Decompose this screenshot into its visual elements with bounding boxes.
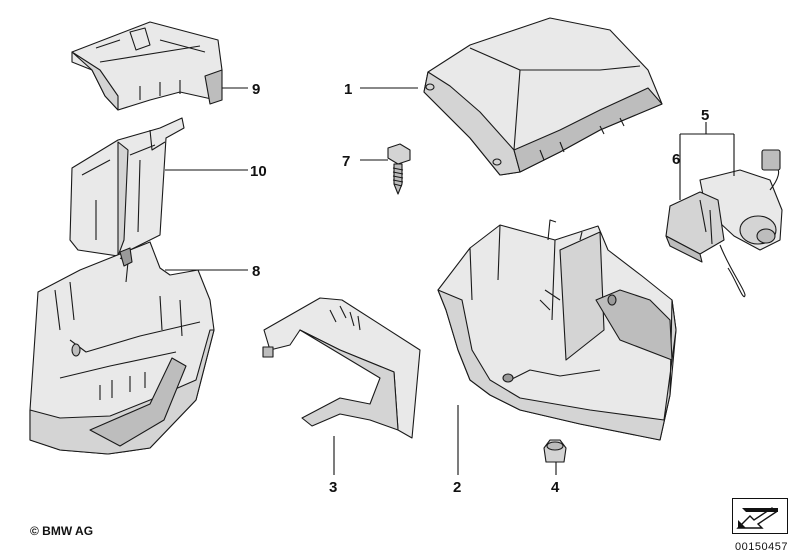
copyright-text: © BMW AG — [30, 524, 94, 538]
leader-lines — [165, 87, 735, 475]
callout-3: 3 — [329, 479, 337, 496]
callout-8: 8 — [252, 263, 260, 280]
callout-1: 1 — [344, 81, 352, 98]
callout-10: 10 — [250, 163, 267, 180]
part-1-top-cover — [423, 17, 663, 176]
part-8-holder-tray — [29, 241, 215, 455]
part-9-cover-bracket — [71, 21, 223, 111]
arrow-badge-icon — [732, 498, 788, 534]
callout-5: 5 — [701, 107, 709, 124]
part-10-separator — [69, 117, 185, 257]
callout-labels: 9 10 8 1 7 3 2 4 5 6 — [250, 81, 709, 496]
part-4-grommet — [543, 439, 567, 463]
callout-6: 6 — [672, 151, 680, 168]
callout-2: 2 — [453, 479, 461, 496]
part-7-screw — [387, 143, 411, 195]
callout-9: 9 — [252, 81, 260, 98]
leader-5 — [679, 122, 735, 200]
part-2-housing-box — [437, 219, 677, 441]
document-number: 00150457 — [735, 541, 788, 553]
part-6-sensor — [665, 149, 783, 298]
callout-4: 4 — [551, 479, 560, 496]
part-3-u-bracket — [262, 297, 421, 439]
callout-7: 7 — [342, 153, 350, 170]
